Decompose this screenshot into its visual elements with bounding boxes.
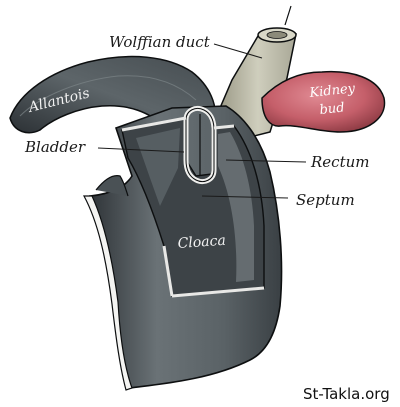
kidney-bud-shape <box>261 70 386 133</box>
leader-rectum <box>225 159 307 163</box>
leader-wolffian-duct <box>213 43 263 59</box>
watermark: St-Takla.org <box>303 385 390 403</box>
leader-bladder <box>97 147 185 153</box>
cut-face-left <box>82 195 133 391</box>
label-bladder: Bladder <box>24 138 86 156</box>
label-septum: Septum <box>296 191 355 209</box>
label-wolffian-duct: Wolffian duct <box>109 33 211 51</box>
label-kidney-bud-line2: bud <box>319 100 345 118</box>
label-rectum: Rectum <box>310 153 369 171</box>
label-cloaca: Cloaca <box>177 233 226 252</box>
probe-line <box>284 5 292 26</box>
label-kidney-bud-line1: Kidney <box>308 81 357 101</box>
leader-septum <box>201 195 289 199</box>
